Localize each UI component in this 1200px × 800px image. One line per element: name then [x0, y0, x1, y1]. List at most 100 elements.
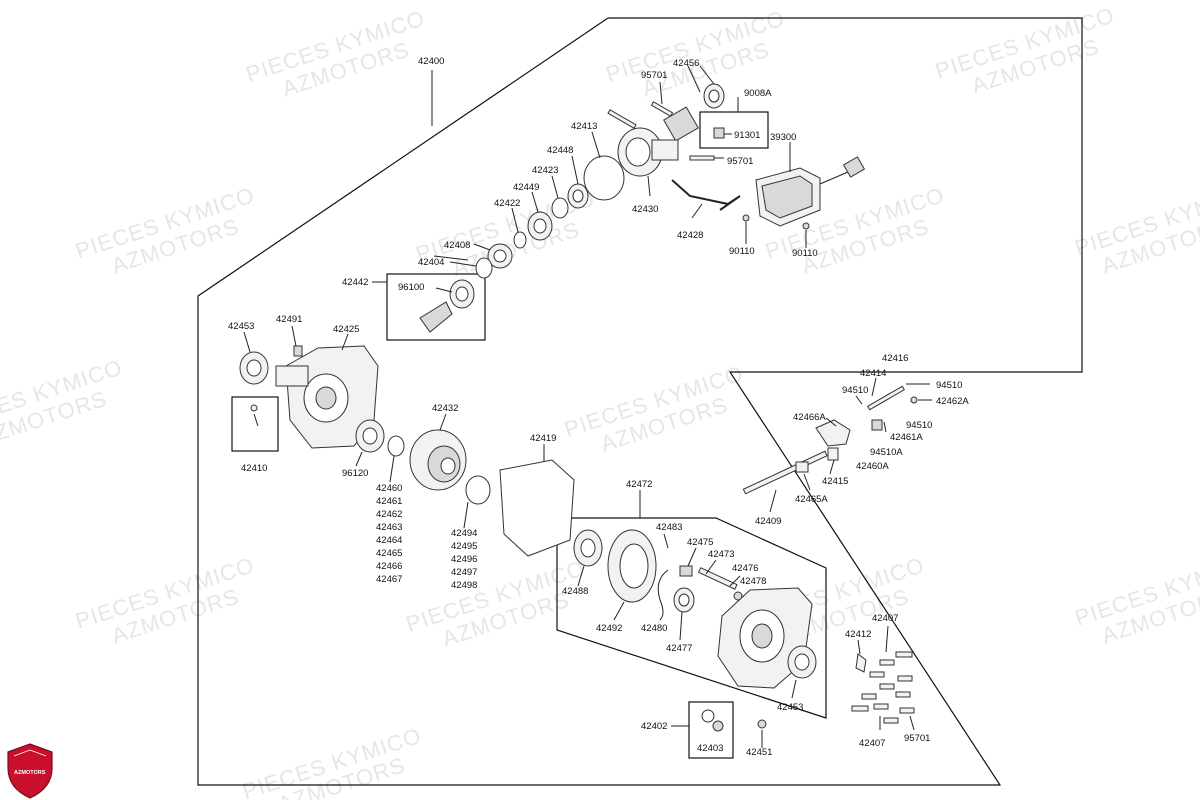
callout: 42461A [890, 432, 923, 443]
ring-42460 [387, 435, 405, 457]
part-91301 [713, 127, 732, 139]
callout: 42480 [641, 623, 667, 634]
callout: 42413 [571, 121, 597, 132]
box-42410 [231, 396, 279, 452]
gasket-42413 [583, 155, 625, 201]
seal-42477-inner [678, 593, 690, 607]
callout: 90110 [729, 246, 755, 257]
callout: 42432 [432, 403, 458, 414]
assembly-frame-42400 [197, 17, 1083, 786]
callout: 42402 [641, 721, 667, 732]
leader-line [463, 501, 469, 529]
ring-42422 [513, 231, 527, 249]
callout: 42462 [376, 509, 402, 520]
callout: 42453 [228, 321, 254, 332]
callout: 42476 [732, 563, 758, 574]
oring-42494 [465, 475, 491, 505]
actuator-motor-39300 [755, 142, 866, 227]
leader-line [791, 679, 797, 699]
callout: 42451 [746, 747, 772, 758]
callout: 42407 [872, 613, 898, 624]
callout: 42449 [513, 182, 539, 193]
callout: 42491 [276, 314, 302, 325]
callout: 42483 [656, 522, 682, 533]
callout: 42414 [860, 368, 886, 379]
leader-line [857, 639, 861, 655]
box-9008A [699, 111, 769, 149]
leader-line [551, 175, 559, 199]
bearing-42408-inner [493, 249, 507, 263]
callout: 42477 [666, 643, 692, 654]
clip-42412 [855, 653, 867, 673]
spacer-42465A [795, 461, 811, 491]
callout: 42456 [673, 58, 699, 69]
seal-42453-inner [246, 359, 262, 377]
leader-line [433, 255, 469, 261]
circlip-42423 [551, 197, 569, 219]
ring-42404 [475, 257, 493, 279]
leader-line [613, 601, 625, 621]
leader-line [577, 565, 585, 587]
bolt-set-42407 [851, 625, 915, 731]
callout: 95701 [641, 70, 667, 81]
callout: 42473 [708, 549, 734, 560]
shaft-42473 [697, 559, 738, 590]
callout: 42464 [376, 535, 402, 546]
callout: 42466 [376, 561, 402, 572]
callout: 42496 [451, 554, 477, 565]
callout: 42425 [333, 324, 359, 335]
callout: 42465A [795, 494, 828, 505]
pin-94510 [855, 383, 930, 405]
callout: 42460A [856, 461, 889, 472]
pinion-96100 [419, 279, 475, 333]
callout: 42403 [697, 743, 723, 754]
callout: 42415 [822, 476, 848, 487]
callout-labels: 42400 95701 42456 9008A 91301 39300 4241… [228, 56, 969, 758]
callout: 42422 [494, 198, 520, 209]
callout: 42467 [376, 574, 402, 585]
gasket-42419 [499, 459, 575, 557]
plunger-42475 [679, 547, 697, 577]
bearing-96120-inner [362, 427, 378, 445]
callout: 94510 [936, 380, 962, 391]
screw-90110 [802, 222, 810, 248]
subassembly-frame-42472 [556, 517, 827, 719]
differential-42432 [409, 413, 467, 491]
leader-line [691, 203, 703, 219]
leader-line [571, 155, 579, 185]
callout: 95701 [904, 733, 930, 744]
callout: 42419 [530, 433, 556, 444]
plate-42492-inner [619, 543, 649, 589]
callout: 42453 [777, 702, 803, 713]
callout: 42412 [845, 629, 871, 640]
callout: 42466A [793, 412, 826, 423]
callout: 42400 [418, 56, 444, 67]
leader-line [389, 455, 395, 483]
screw-90110 [742, 214, 750, 244]
callout: 42492 [596, 623, 622, 634]
housing-42430 [617, 127, 679, 197]
plug-42451 [757, 719, 767, 729]
leader-line [473, 243, 491, 251]
callout: 94510A [870, 447, 903, 458]
logo-text: AZMOTORS [14, 770, 46, 776]
callout: 42448 [547, 145, 573, 156]
callout: 42408 [444, 240, 470, 251]
leader-line [531, 191, 539, 213]
callout: 9008A [744, 88, 772, 99]
callout: 42497 [451, 567, 477, 578]
leader-line [511, 207, 519, 233]
callout: 42428 [677, 230, 703, 241]
callout: 42410 [241, 463, 267, 474]
callout: 42430 [632, 204, 658, 215]
shift-rod-42414 [866, 377, 906, 411]
spring-42461A [871, 419, 887, 433]
leader-line [729, 575, 741, 587]
seal-42488-inner [580, 538, 596, 558]
callout: 42416 [882, 353, 908, 364]
box-42402 [688, 701, 734, 759]
leader-line [355, 451, 363, 467]
pin-42483 [663, 533, 669, 549]
fork-42415 [827, 447, 839, 475]
